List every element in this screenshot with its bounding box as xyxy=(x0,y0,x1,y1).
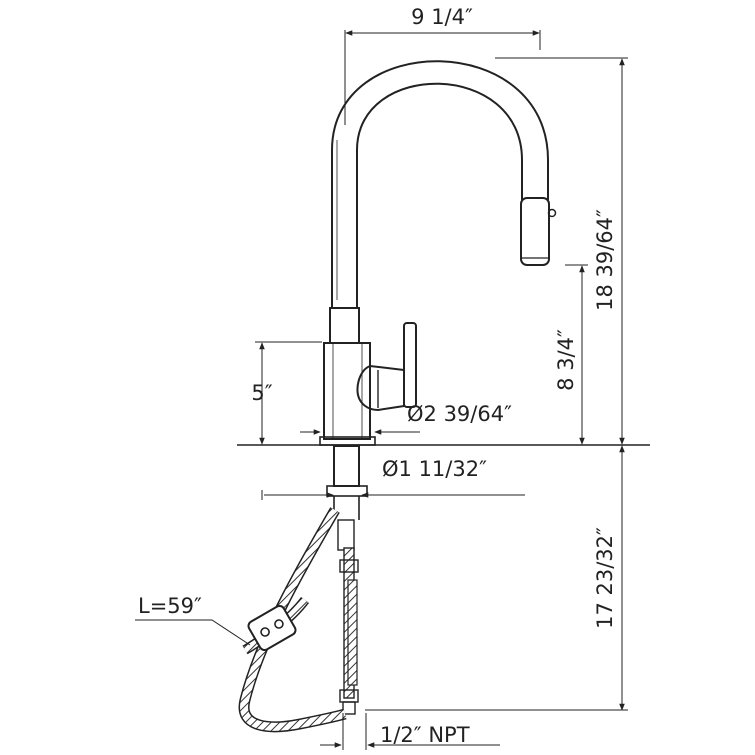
body-column xyxy=(329,307,360,344)
spray-head xyxy=(520,197,550,266)
handle-hub xyxy=(356,364,405,412)
dim-spout-clearance: 8 3/4″ xyxy=(554,329,578,391)
supply-hoses xyxy=(238,507,359,733)
dim-base-diameter: Ø2 39/64″ xyxy=(407,402,512,426)
dim-connection: 1/2″ NPT xyxy=(380,723,470,747)
dim-shank-diameter: Ø1 11/32″ xyxy=(382,457,487,481)
spout-inner xyxy=(356,82,523,308)
hose-quick-connector xyxy=(247,604,297,652)
handle-lever xyxy=(403,322,417,408)
spout-outer xyxy=(331,60,549,308)
shank xyxy=(333,445,360,487)
dim-width-top: 9 1/4″ xyxy=(411,5,473,29)
mounting-nut xyxy=(326,485,368,497)
supply-line-2 xyxy=(347,579,358,686)
body-main xyxy=(323,342,371,440)
dim-hose-length: L=59″ xyxy=(138,594,202,618)
dim-handle-height: 5″ xyxy=(251,381,272,405)
dim-height-total: 18 39/64″ xyxy=(593,209,617,311)
spray-button xyxy=(547,208,557,218)
dimension-lines xyxy=(135,30,628,750)
dim-below-deck: 17 23/32″ xyxy=(593,527,617,629)
